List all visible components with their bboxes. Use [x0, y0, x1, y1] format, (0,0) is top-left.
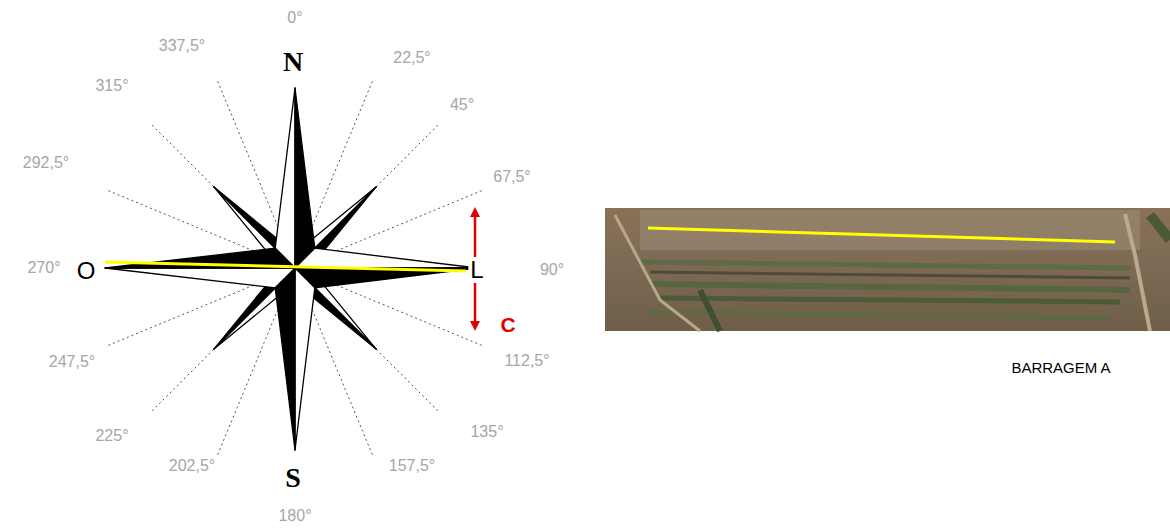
degree-label: 337,5°	[159, 38, 205, 54]
photo-vegetation	[700, 290, 720, 331]
degree-label: 90°	[540, 262, 564, 278]
compass-dotted-lines	[106, 79, 485, 458]
arrow-label: C	[500, 314, 515, 335]
dotted-bearing-line	[217, 268, 295, 457]
photo-vegetation	[1150, 215, 1170, 240]
dotted-bearing-line	[150, 123, 295, 268]
dotted-bearing-line	[295, 268, 373, 457]
cardinal-letter: N	[283, 48, 303, 76]
cardinal-point	[295, 248, 477, 268]
dotted-bearing-line	[295, 268, 440, 413]
dotted-bearing-line	[106, 190, 295, 268]
photo-road	[615, 215, 700, 331]
cardinal-letter: O	[77, 259, 96, 283]
dotted-bearing-line	[217, 79, 295, 268]
cardinal-point	[275, 268, 295, 450]
degree-label: 0°	[287, 10, 302, 26]
photo-berm	[650, 284, 1130, 290]
dotted-bearing-line	[295, 268, 484, 346]
degree-label: 135°	[470, 424, 503, 440]
degree-label: 247,5°	[49, 354, 95, 370]
degree-label: 180°	[278, 508, 311, 524]
degree-label: 292,5°	[23, 155, 69, 171]
dotted-bearing-line	[106, 268, 295, 346]
degree-label: 112,5°	[504, 353, 549, 369]
yellow-axis-line	[105, 262, 466, 271]
dotted-bearing-line	[295, 190, 484, 268]
cardinal-point	[295, 88, 315, 268]
dotted-bearing-line	[295, 79, 373, 268]
degree-label: 157,5°	[389, 458, 435, 474]
photo-caption: BARRAGEM A	[1011, 360, 1110, 375]
cardinal-point	[275, 88, 295, 268]
degree-label: 22,5°	[393, 50, 431, 66]
photo-berm	[650, 272, 1130, 278]
photo-road	[1125, 214, 1150, 331]
aerial-photo	[605, 208, 1170, 331]
photo-ground	[605, 208, 1170, 331]
cardinal-point	[295, 268, 315, 450]
degree-label: 202,5°	[169, 458, 215, 474]
degree-label: 45°	[450, 97, 474, 113]
cardinal-letter: L	[468, 257, 485, 283]
degree-label: 270°	[27, 260, 60, 276]
photo-berm	[660, 298, 1120, 302]
photo-berm	[650, 312, 1110, 318]
compass-star	[105, 88, 477, 450]
cardinal-point	[105, 268, 295, 288]
photo-berm	[640, 262, 1130, 268]
dotted-bearing-line	[295, 123, 440, 268]
cardinal-letter: S	[285, 464, 301, 492]
degree-label: 67,5°	[493, 169, 531, 185]
dotted-bearing-line	[150, 268, 295, 413]
degree-label: 315°	[95, 78, 128, 94]
yellow-axis-line	[648, 228, 1115, 242]
photo-crest	[640, 210, 1140, 250]
degree-label: 225°	[95, 428, 128, 444]
